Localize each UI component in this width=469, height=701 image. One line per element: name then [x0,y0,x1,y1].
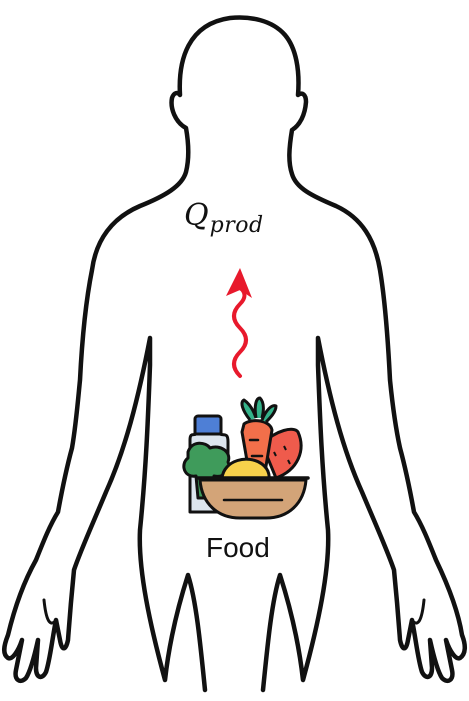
body-silhouette-icon [4,18,465,690]
food-basket-icon [184,398,308,518]
heat-subscript: prod [210,213,264,238]
heat-symbol: Q [184,198,209,233]
food-label: Food [206,532,270,564]
heat-arrow-head [226,268,252,298]
heat-wave-arrow-icon [234,288,246,376]
heat-production-label: Qprod [184,198,264,233]
